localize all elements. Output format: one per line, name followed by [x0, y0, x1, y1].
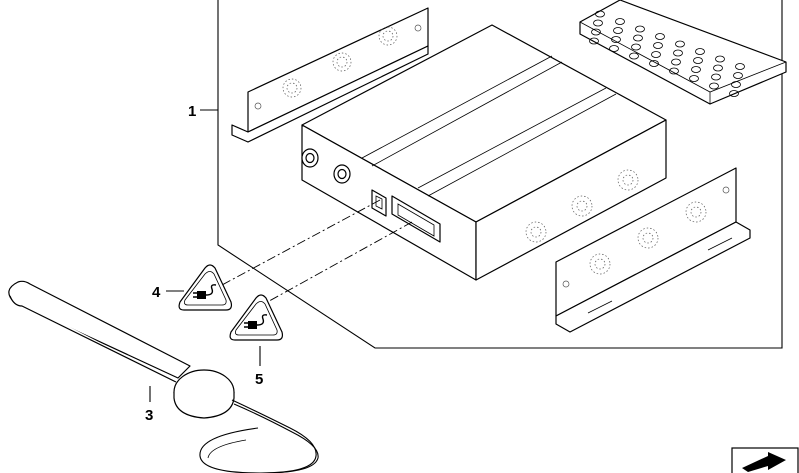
remote-key [611, 36, 621, 43]
remote-key [671, 58, 681, 66]
antenna-connector-b [333, 164, 351, 184]
remote-key [735, 63, 745, 70]
remote-key [651, 51, 661, 58]
plug-icon [193, 284, 217, 299]
mounting-bracket-right [555, 167, 751, 333]
remote-key [653, 42, 663, 49]
warning-triangle-icon [229, 294, 284, 341]
callout-1: 1 [188, 103, 196, 120]
remote-key [731, 81, 741, 88]
remote-key [715, 55, 725, 63]
remote-key [633, 34, 643, 42]
warning-triangle-icon [178, 264, 233, 311]
remote-control [579, 0, 787, 105]
remote-key [655, 33, 665, 40]
antenna [8, 280, 319, 473]
callout-4: 4 [152, 284, 161, 301]
remote-key [669, 67, 679, 75]
remote-key [589, 37, 599, 45]
remote-key [593, 19, 603, 27]
callout-3: 3 [145, 407, 153, 424]
remote-key [691, 66, 701, 73]
socket-wide [391, 195, 441, 243]
warning-label-4 [178, 264, 233, 311]
plug-icon [244, 314, 268, 329]
remote-key [711, 73, 721, 81]
arrow-icon[interactable] [731, 447, 799, 473]
callout-5: 5 [255, 371, 263, 388]
remote-key [709, 82, 719, 90]
control-unit [301, 24, 667, 281]
remote-key [629, 52, 639, 60]
remote-key [733, 72, 743, 79]
assembly-boundary [217, 0, 783, 349]
remote-key [673, 49, 683, 57]
remote-key [675, 40, 685, 48]
remote-key [695, 48, 705, 55]
remote-key [609, 45, 619, 52]
remote-key [729, 90, 739, 97]
remote-key [713, 64, 723, 72]
remote-key [631, 43, 641, 51]
socket-small [371, 189, 387, 217]
remote-key [595, 10, 605, 18]
remote-key [693, 57, 703, 64]
mounting-bracket-left [231, 7, 429, 143]
remote-key [689, 75, 699, 82]
antenna-connector-a [301, 148, 319, 168]
remote-key [635, 25, 645, 33]
remote-key [591, 28, 601, 36]
remote-key [649, 60, 659, 67]
remote-key [615, 18, 625, 25]
warning-label-5 [229, 294, 284, 341]
remote-key [613, 27, 623, 34]
